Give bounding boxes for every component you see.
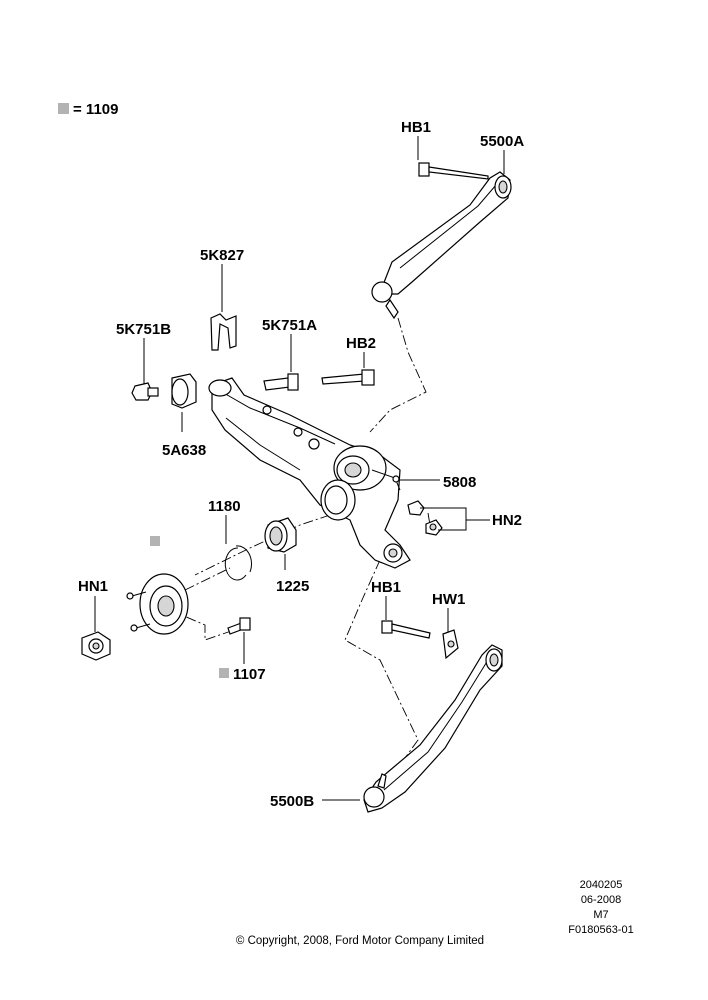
- label-hb1-bottom: HB1: [371, 579, 401, 596]
- bracket-5k827: [210, 313, 237, 351]
- trailing-arm: [208, 377, 411, 569]
- nuts-hn2: [407, 500, 443, 536]
- nut-hn1: [81, 631, 111, 661]
- bolt-5808: [392, 475, 400, 483]
- bolt-1107-swatch: [219, 668, 229, 678]
- meta-line: M7: [593, 909, 609, 921]
- label-hn2: HN2: [492, 512, 522, 529]
- lower-arm-5500b: [363, 644, 503, 813]
- label-hw1: HW1: [432, 591, 465, 608]
- legend-text: = 1109: [73, 101, 118, 118]
- label-1180: 1180: [208, 498, 241, 515]
- legend: = 1109: [58, 101, 118, 118]
- leader-lines: [94, 136, 505, 801]
- bolt-hb1-top: [418, 162, 489, 180]
- snap-ring-1180: [224, 545, 252, 581]
- label-1107: 1107: [233, 666, 266, 683]
- legend-swatch: [58, 103, 69, 114]
- bolt-5k751a: [263, 373, 299, 391]
- label-5a638: 5A638: [162, 442, 206, 459]
- upper-arm-5500a: [371, 171, 512, 320]
- label-5808: 5808: [443, 474, 476, 491]
- bolt-hb1-bottom: [381, 620, 431, 639]
- bolt-hb2: [321, 369, 375, 386]
- label-hb1-top: HB1: [401, 119, 431, 136]
- part-labels: HB1 5500A 5K827 5K751B 5K751A HB2 5A638 …: [78, 119, 524, 810]
- copyright-notice: © Copyright, 2008, Ford Motor Company Li…: [235, 935, 485, 947]
- meta-line: 2040205: [579, 879, 623, 891]
- document-meta: 2040205 06-2008 M7 F0180563-01: [556, 878, 646, 938]
- bolt-1107: [219, 617, 251, 678]
- wheel-hub: [126, 536, 189, 635]
- label-5k751b: 5K751B: [116, 321, 171, 338]
- label-1225: 1225: [276, 578, 309, 595]
- label-5k751a: 5K751A: [262, 317, 317, 334]
- hub-swatch: [150, 536, 160, 546]
- label-hn1: HN1: [78, 578, 108, 595]
- label-5500b: 5500B: [270, 793, 314, 810]
- label-5500a: 5500A: [480, 133, 524, 150]
- label-5k827: 5K827: [200, 247, 244, 264]
- bearing-1225: [264, 517, 297, 553]
- bush-5a638: [171, 373, 197, 409]
- label-hb2: HB2: [346, 335, 376, 352]
- bolt-5k751b: [131, 382, 159, 401]
- washer-hw1: [442, 629, 459, 660]
- meta-line: F0180563-01: [568, 924, 634, 936]
- meta-line: 06-2008: [580, 894, 622, 906]
